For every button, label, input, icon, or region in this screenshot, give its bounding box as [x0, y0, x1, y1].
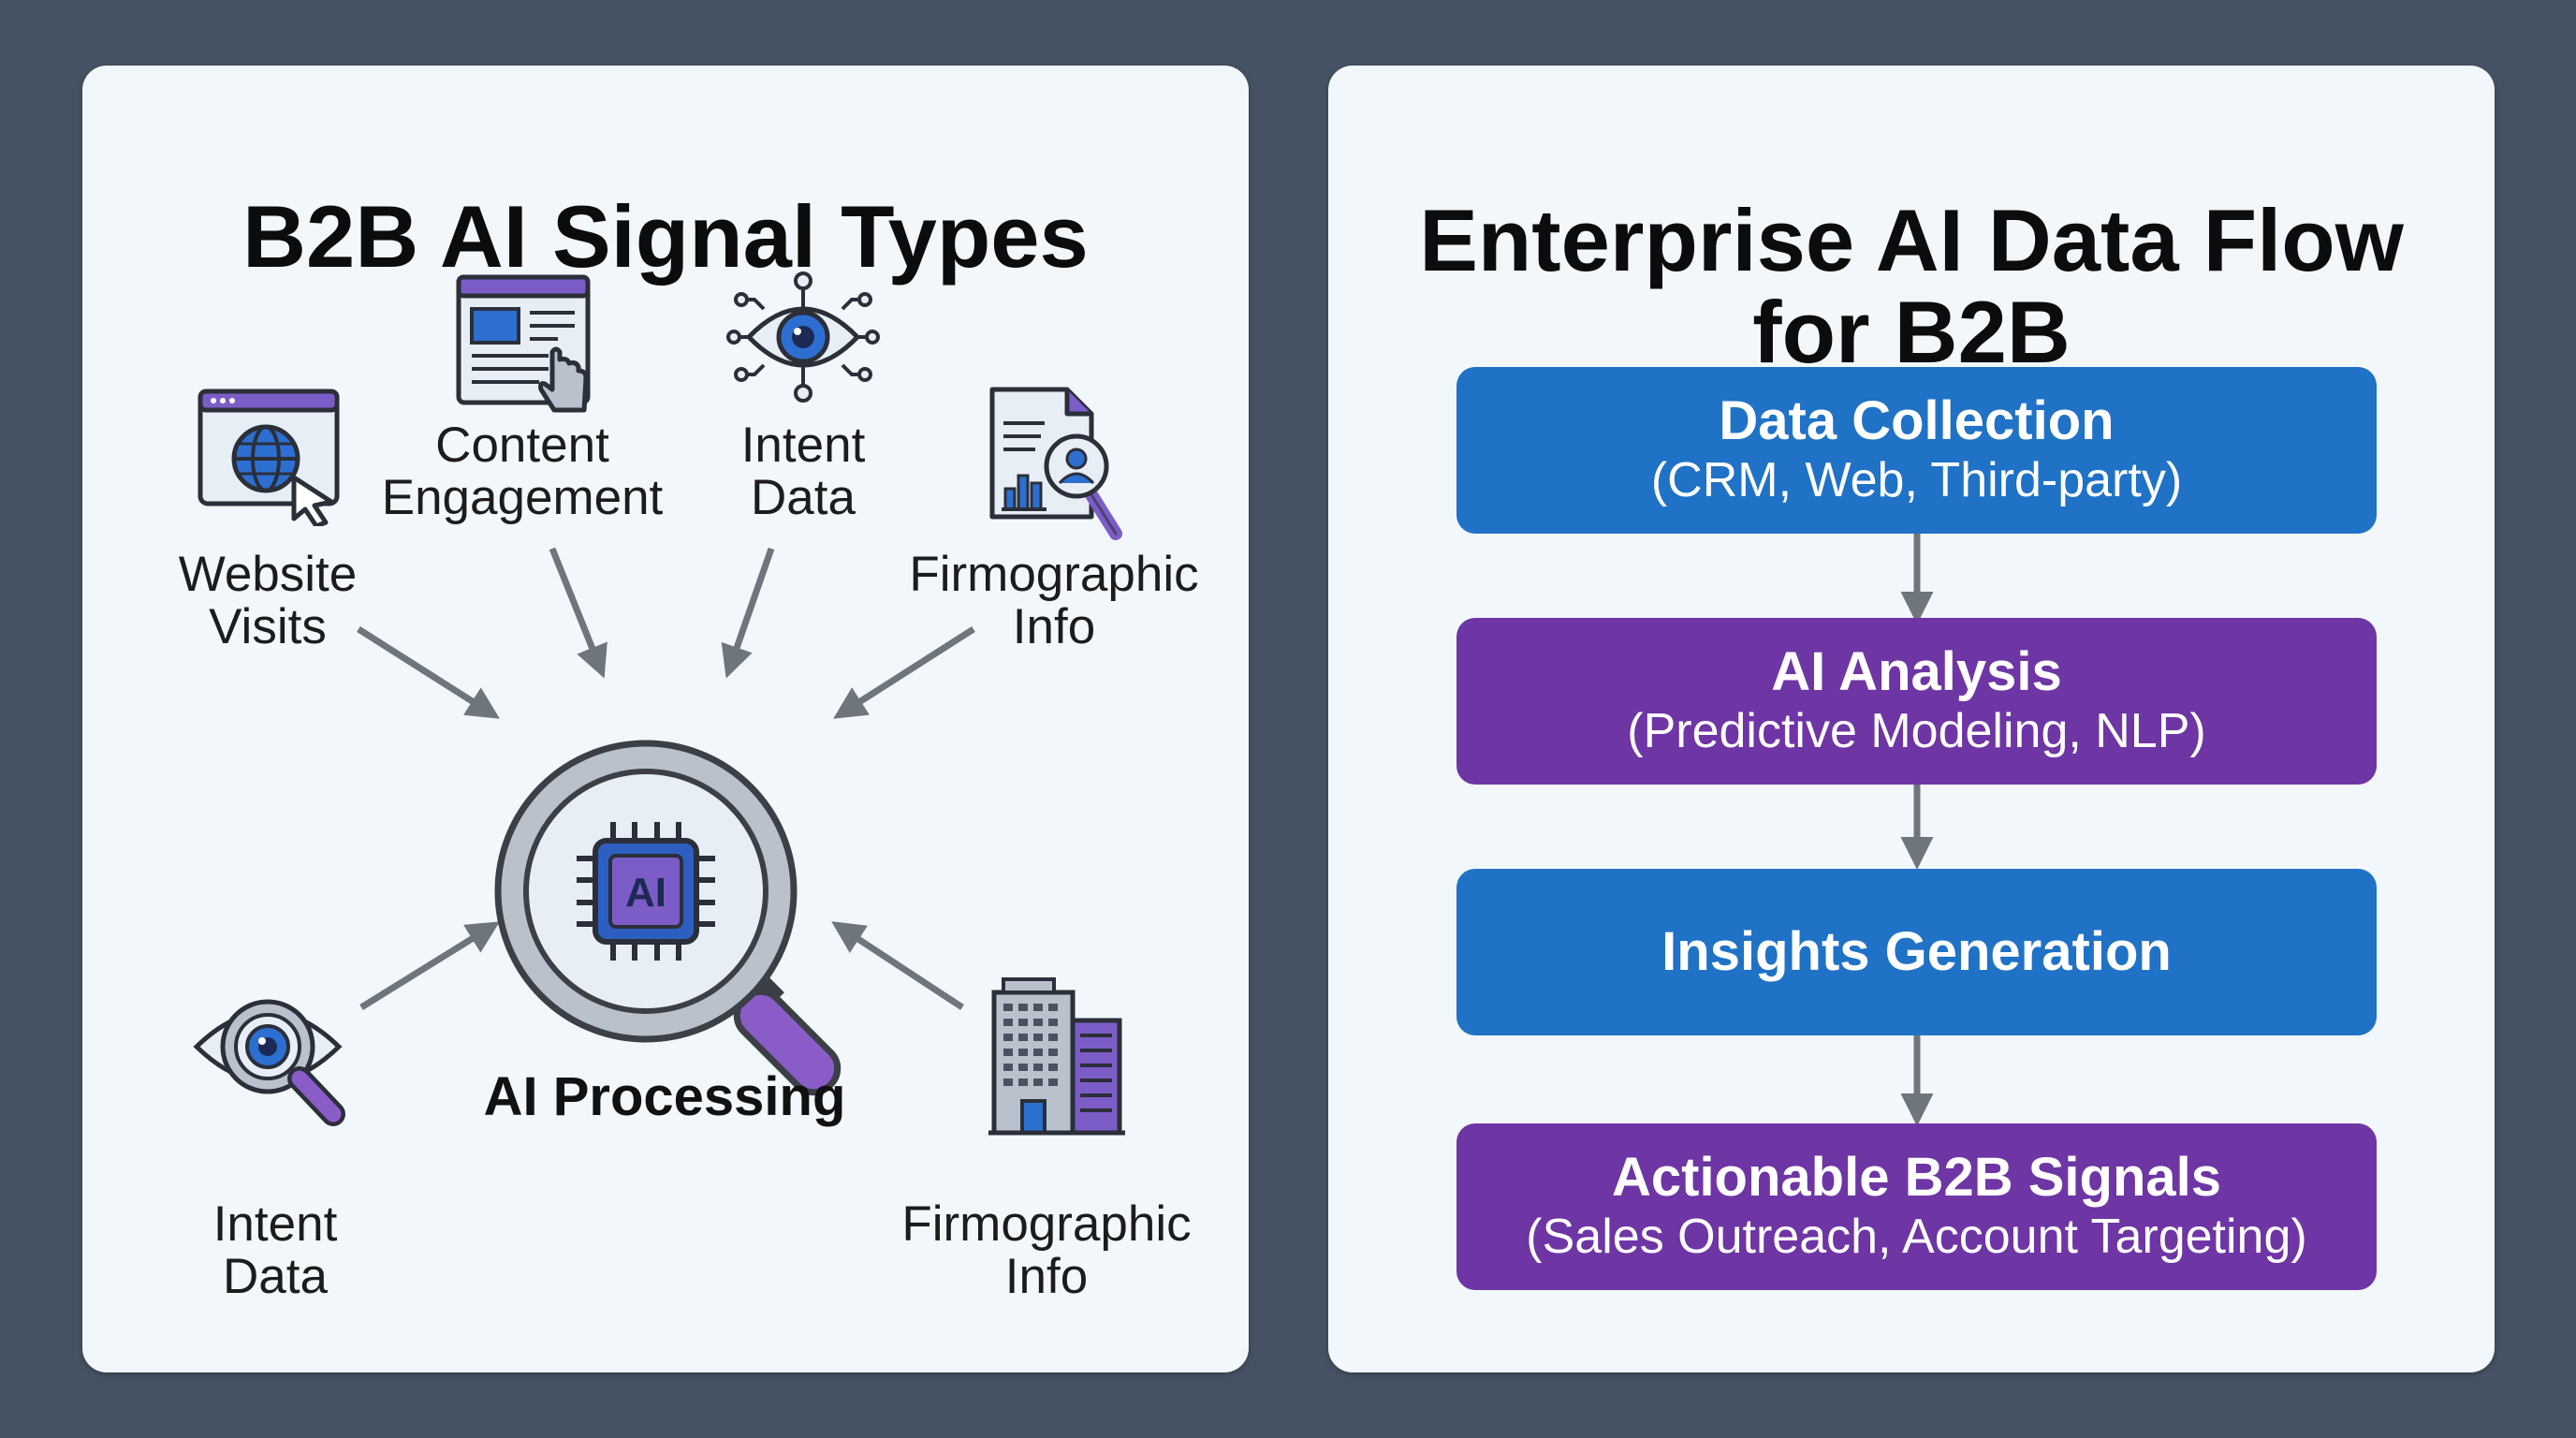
ai-processing-label: AI Processing: [483, 1066, 846, 1127]
label-firmographic-top: Firmographic Info: [909, 547, 1199, 654]
step-subtitle: (CRM, Web, Third-party): [1650, 453, 2183, 507]
flow-step-data-collection: Data Collection (CRM, Web, Third-party): [1456, 367, 2377, 534]
arrow-intent-data-bottom: [359, 921, 500, 1010]
arrow-intent-data-top: [721, 547, 775, 679]
step-subtitle: (Sales Outreach, Account Targeting): [1526, 1210, 2307, 1264]
label-firmographic-bottom: Firmographic Info: [901, 1196, 1192, 1304]
report-search-icon: [989, 387, 1122, 540]
arrow-firmographic-top: [833, 626, 975, 719]
signal-arrows: [357, 547, 975, 1010]
flow-step-ai-analysis: AI Analysis (Predictive Modeling, NLP): [1456, 618, 2377, 785]
arrow-content-engagement: [549, 547, 607, 679]
panel-title: B2B AI Signal Types: [242, 187, 1089, 286]
label-website-visits: Website Visits: [178, 547, 358, 654]
label-intent-data-top: Intent Data: [740, 418, 866, 525]
data-flow-panel: Enterprise AI Data Flow for B2B Data Col…: [1328, 66, 2495, 1372]
chip-label: AI: [625, 870, 666, 916]
signal-types-panel: B2B AI Signal Types AI: [82, 66, 1249, 1372]
step-subtitle: (Predictive Modeling, NLP): [1627, 704, 2206, 758]
flow-step-actionable-signals: Actionable B2B Signals (Sales Outreach, …: [1456, 1123, 2377, 1290]
document-click-icon: [456, 274, 591, 413]
network-eye-icon: [726, 271, 880, 403]
panel-title: Enterprise AI Data Flow for B2B: [1419, 191, 2404, 381]
arrow-website-visits: [357, 626, 500, 719]
buildings-icon: [988, 977, 1125, 1136]
label-content-engagement: Content Engagement: [381, 418, 664, 525]
ai-chip-magnifier-icon: AI: [494, 740, 842, 1096]
step-title: Insights Generation: [1661, 921, 2172, 982]
step-title: Data Collection: [1719, 390, 2115, 451]
flow-step-insights-generation: Insights Generation: [1456, 869, 2377, 1035]
flow-arrows: [1900, 534, 1934, 1126]
label-intent-data-bottom: Intent Data: [212, 1196, 338, 1304]
browser-globe-cursor-icon: [198, 389, 340, 526]
eye-magnifier-icon: [193, 999, 345, 1126]
step-title: Actionable B2B Signals: [1611, 1147, 2222, 1208]
arrow-firmographic-bottom: [831, 921, 964, 1010]
step-title: AI Analysis: [1771, 641, 2062, 702]
